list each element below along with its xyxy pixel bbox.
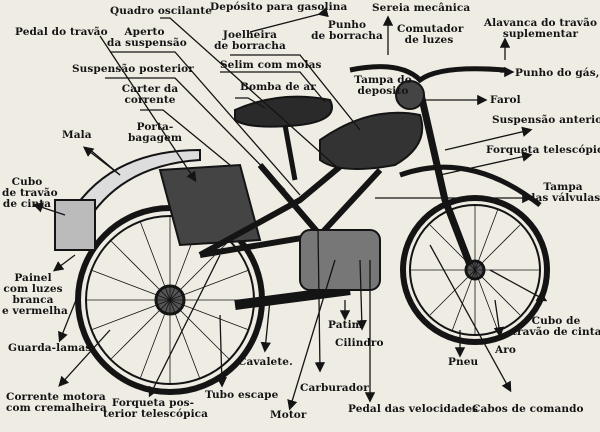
label-line: Aperto: [124, 26, 165, 38]
saddle: [234, 95, 333, 128]
label-line: Corrente motora: [6, 391, 106, 403]
label-deposito-para-gasolina: Depósito para gasolina: [210, 1, 348, 13]
label-selim-com-molas: Selim com molas: [220, 59, 322, 71]
label-line: das válvulas: [528, 192, 600, 204]
label-line: de cinta: [2, 198, 52, 210]
rear-light-panel: [54, 199, 96, 251]
front-fork: [416, 89, 474, 267]
label-patim: Patim: [328, 319, 363, 331]
label-line: corrente: [124, 94, 176, 106]
fuel-tank: [319, 111, 424, 170]
exhaust-tube: [234, 285, 351, 310]
label-line: deposito: [357, 85, 409, 97]
engine-block: [299, 229, 381, 291]
label-line: branca: [12, 294, 54, 306]
label-quadro-oscilante: Quadro oscilante: [110, 5, 212, 17]
label-guarda-lamas: Guarda-lamas: [8, 342, 92, 354]
label-cilindro: Cilindro: [335, 337, 384, 349]
label-aro: Aro: [495, 344, 516, 356]
label-line: Tampa do: [354, 74, 412, 86]
handlebar: [349, 64, 506, 84]
label-line: de borracha: [311, 30, 383, 42]
label-line: Tampa: [543, 181, 583, 193]
label-line: Carter da: [121, 83, 179, 95]
label-line: terior telescópica: [103, 408, 209, 420]
label-line: e vermelha: [2, 305, 68, 317]
luggage-bag: [158, 163, 262, 247]
label-line: de luzes: [404, 34, 454, 46]
label-line: Forqueta pos-: [111, 397, 195, 409]
label-line: bagagem: [127, 132, 183, 144]
label-forqueta-posterior-telescopica: Forqueta pos-terior telescópica: [103, 397, 208, 420]
label-sereia-mecanica: Sereia mecânica: [372, 2, 471, 14]
label-line: da suspensão: [107, 37, 187, 49]
headlamp: [395, 80, 425, 110]
label-suspensao-posterior: Suspensão posterior: [72, 63, 194, 75]
label-forqueta-telescopica: Forqueta telescópica: [486, 144, 600, 156]
label-line: Cubo: [11, 176, 43, 188]
label-punho-do-gas: Punho do gás,: [515, 67, 600, 79]
label-cabos-de-comando: Cabos de comando: [472, 403, 584, 415]
label-line: com cremalheira: [6, 402, 107, 414]
label-farol: Farol: [490, 94, 521, 106]
label-line: suplementar: [502, 28, 579, 40]
label-suspensao-anterior: Suspensão anterior: [492, 114, 600, 126]
label-porta-bagagem: Porta-bagagem: [125, 122, 185, 144]
label-line: Alavanca do travão: [483, 17, 598, 29]
label-line: com luzes: [3, 283, 63, 295]
label-pedal-das-velocidades: Pedal das velocidades: [348, 403, 479, 415]
label-cavalete: Cavalete.: [238, 356, 293, 368]
label-line: Punho: [327, 19, 367, 31]
label-mala: Mala: [62, 129, 92, 141]
label-motor: Motor: [270, 409, 307, 421]
label-line: Comutador: [397, 23, 464, 35]
label-line: travão de cinta: [512, 326, 600, 338]
label-pneu: Pneu: [448, 356, 479, 368]
label-line: Porta-: [136, 121, 174, 133]
label-pedal-do-travao: Pedal do travão: [15, 26, 108, 38]
label-line: de borracha: [214, 40, 286, 52]
label-tubo-escape: Tubo escape: [205, 389, 279, 401]
label-line: Painel: [14, 272, 52, 284]
label-bomba-de-ar: Bomba de ar: [240, 81, 316, 93]
label-line: Joelheira: [222, 29, 278, 41]
label-carburador: Carburador: [300, 382, 369, 394]
label-line: de travão: [2, 187, 58, 199]
label-line: Cubo de: [531, 315, 581, 327]
